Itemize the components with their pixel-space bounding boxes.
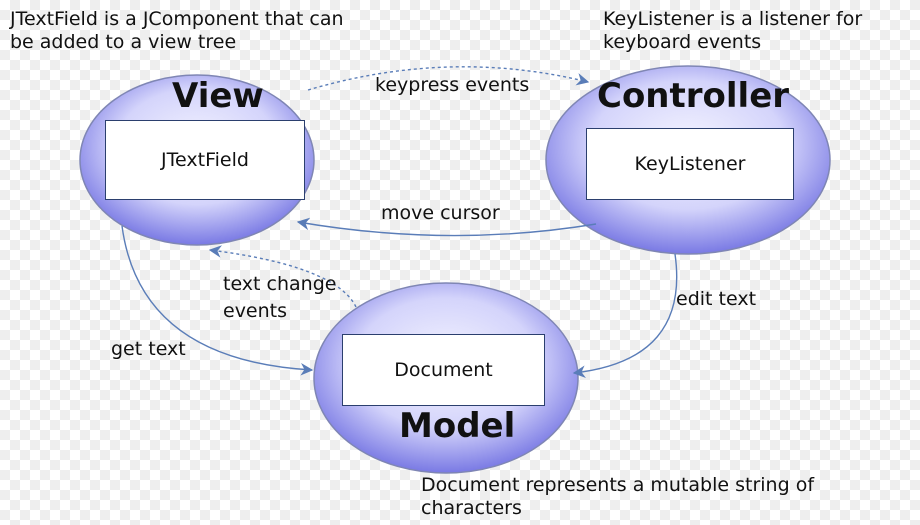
view-note-line-2: be added to a view tree: [10, 31, 237, 53]
get-text-arrow: [121, 225, 314, 376]
controller-note-line-2: keyboard events: [603, 31, 762, 53]
text-change-label-line-2: events: [223, 300, 288, 322]
view-note-line-1: JTextField is a JComponent that can: [10, 8, 344, 30]
jtextfield-label: JTextField: [161, 149, 249, 171]
keypress-events-arrow: [307, 66, 590, 91]
text-change-events-label: text change events: [223, 271, 336, 325]
document-box: Document: [342, 334, 545, 406]
model-note: Document represents a mutable string of …: [421, 474, 814, 520]
view-note: JTextField is a JComponent that can be a…: [10, 8, 344, 54]
model-note-line-1: Document represents a mutable string of: [421, 474, 815, 496]
text-change-events-arrow: [208, 245, 357, 308]
model-note-line-2: characters: [421, 497, 522, 519]
view-title: View: [172, 76, 264, 116]
keylistener-box: KeyListener: [586, 128, 794, 200]
edit-text-label: edit text: [676, 288, 757, 310]
model-title: Model: [399, 406, 516, 446]
keylistener-label: KeyListener: [634, 153, 746, 175]
text-change-label-line-1: text change: [223, 273, 337, 295]
jtextfield-box: JTextField: [105, 120, 305, 200]
keypress-events-label: keypress events: [375, 74, 530, 96]
move-cursor-arrow: [296, 217, 597, 237]
get-text-label: get text: [111, 338, 186, 360]
edit-text-arrow: [572, 253, 678, 378]
move-cursor-label: move cursor: [381, 202, 500, 224]
controller-title: Controller: [597, 76, 790, 116]
controller-note: KeyListener is a listener for keyboard e…: [603, 8, 862, 54]
document-label: Document: [394, 359, 493, 381]
controller-note-line-1: KeyListener is a listener for: [603, 8, 863, 30]
